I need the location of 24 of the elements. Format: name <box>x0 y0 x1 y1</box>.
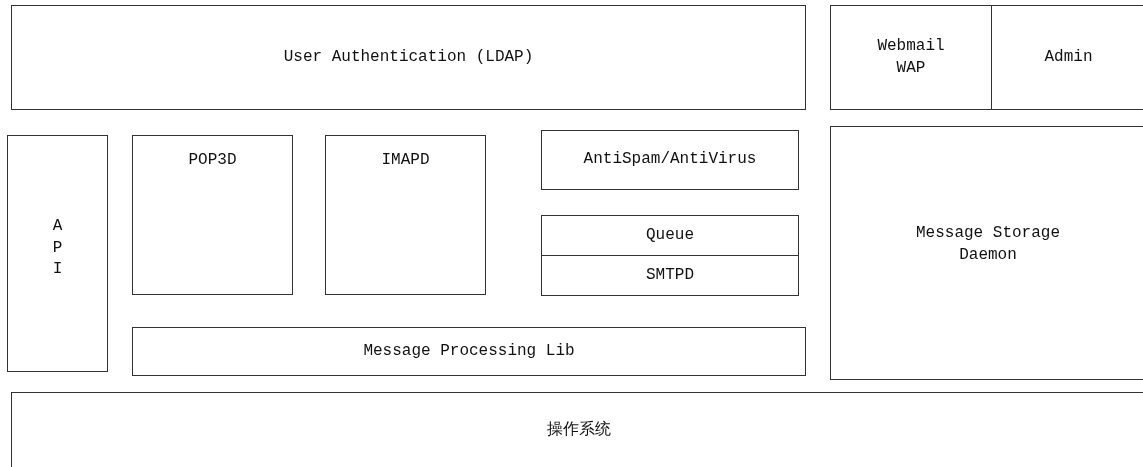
component-label: 操作系统 <box>546 420 611 442</box>
component-label: Queue <box>646 224 694 246</box>
component-box <box>132 327 806 376</box>
component-label: Message Processing Lib <box>363 340 575 362</box>
component-box <box>830 126 1143 380</box>
component-box <box>541 130 799 190</box>
component-box <box>541 215 799 256</box>
component-box <box>132 135 293 295</box>
component-box <box>7 135 108 372</box>
component-box <box>991 5 1143 110</box>
component-box <box>11 5 806 110</box>
component-label: Admin <box>1044 46 1093 68</box>
component-label: POP3D <box>188 150 237 171</box>
component-box <box>325 135 486 295</box>
component-box <box>11 392 1143 467</box>
component-label: SMTPD <box>646 264 694 286</box>
component-label: Webmail WAP <box>876 35 946 79</box>
component-box <box>541 255 799 296</box>
component-label: IMAPD <box>381 150 430 171</box>
component-box <box>830 5 992 110</box>
component-label: Message Storage Daemon <box>915 223 1061 266</box>
component-label: AntiSpam/AntiVirus <box>583 149 757 171</box>
component-label: A P I <box>51 216 64 281</box>
component-label: User Authentication (LDAP) <box>283 46 534 68</box>
